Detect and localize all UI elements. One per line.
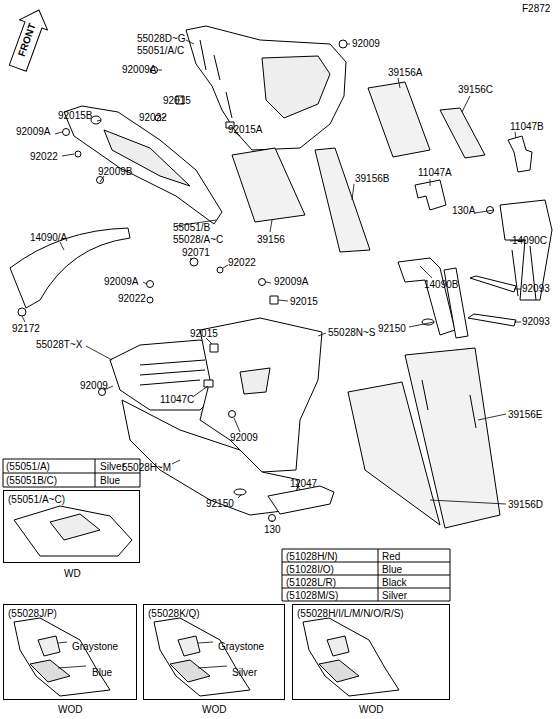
variant-box: (55028H/I/L/M/N/O/R/S)WOD — [292, 604, 450, 700]
part-number: 14090B — [424, 279, 458, 291]
part-number: 55051/B — [173, 222, 210, 234]
part-number: 39156D — [508, 499, 543, 511]
part-number: 92022 — [228, 257, 256, 269]
part-number: 92150 — [378, 323, 406, 335]
part-number: 130 — [264, 524, 281, 536]
part-number: 92093 — [522, 316, 550, 328]
part-number: 92009 — [230, 432, 258, 444]
side-cowl — [64, 106, 222, 224]
part-number: 14090/A — [30, 232, 67, 244]
part-number: 92009A — [104, 276, 138, 288]
part-number: 11047 — [290, 478, 317, 490]
color-note: WD — [64, 568, 81, 580]
variant-code: (55028K/Q) — [148, 608, 200, 620]
variant-code: (55028H/I/L/M/N/O/R/S) — [297, 608, 404, 620]
part-number: 130A — [452, 205, 475, 217]
table-cell: (51028I/O) — [286, 564, 334, 576]
inner-cowl — [186, 26, 346, 150]
part-number: 92015 — [290, 296, 318, 308]
color-note: WOD — [202, 704, 226, 716]
part-number: 55051/A/C — [137, 45, 184, 57]
part-number: 92009 — [352, 38, 380, 50]
part-number: 39156E — [508, 409, 542, 421]
part-number: 92009A — [274, 276, 308, 288]
part-number: 55028H~M — [122, 462, 171, 474]
variant-box: (55028K/Q)GraystoneSilverWOD — [143, 604, 285, 700]
part-number: 92009A — [16, 126, 50, 138]
front-arrow — [4, 5, 53, 74]
table-cell: (51028M/S) — [286, 590, 338, 602]
part-number: 39156B — [355, 173, 389, 185]
part-number: 11047A — [418, 167, 452, 179]
part-number: 92015A — [228, 124, 262, 136]
table-cell: Silver — [100, 461, 125, 473]
table-cell: (55051B/C) — [6, 475, 57, 487]
color-note: Graystone — [72, 641, 118, 653]
part-number: 11047C — [160, 394, 194, 406]
part-number: 55028N~S — [328, 327, 376, 339]
part-number: 92093 — [522, 283, 550, 295]
table-cell: (51028L/R) — [286, 577, 336, 589]
table-cell: Blue — [100, 475, 120, 487]
part-number: 92071 — [182, 247, 210, 259]
part-number: 55028D~G — [137, 33, 186, 45]
table-cell: Silver — [382, 590, 407, 602]
part-number: 92172 — [12, 323, 40, 335]
variant-box: (55028J/P)GraystoneBlueWOD — [3, 604, 137, 700]
color-note: Blue — [92, 667, 112, 679]
table-cell: (51028H/N) — [286, 551, 338, 563]
part-number: 92015 — [163, 95, 191, 107]
color-note: WOD — [359, 704, 383, 716]
part-number: 92022 — [139, 112, 167, 124]
part-number: 92150 — [206, 498, 234, 510]
variant-code: (55028J/P) — [8, 608, 57, 620]
table-cell: Blue — [382, 564, 402, 576]
part-number: 92009B — [98, 166, 132, 178]
table-cell: Red — [382, 551, 400, 563]
figure-id: F2872 — [522, 3, 550, 15]
part-number: 55028/A~C — [173, 234, 223, 246]
table-cell: (55051/A) — [6, 461, 50, 473]
color-note: Silver — [232, 667, 257, 679]
part-number: 92015B — [58, 110, 92, 122]
part-number: 55028T~X — [36, 339, 82, 351]
variant-code: (55051/A~C) — [8, 494, 65, 506]
part-number: 92022 — [30, 151, 58, 163]
part-number: 39156 — [257, 234, 285, 246]
part-number: 39156A — [388, 67, 422, 79]
part-number: 14090C — [512, 235, 547, 247]
part-number: 92015 — [190, 328, 218, 340]
part-number: 92009 — [80, 380, 108, 392]
part-number: 92009A — [122, 64, 156, 76]
color-note: Graystone — [218, 641, 264, 653]
part-number: 39156C — [458, 84, 493, 96]
part-number: 92022 — [118, 293, 146, 305]
part-number: 11047B — [510, 121, 544, 133]
variant-box: (55051/A~C)WD — [3, 490, 140, 563]
table-cell: Black — [382, 577, 406, 589]
color-note: WOD — [58, 704, 82, 716]
